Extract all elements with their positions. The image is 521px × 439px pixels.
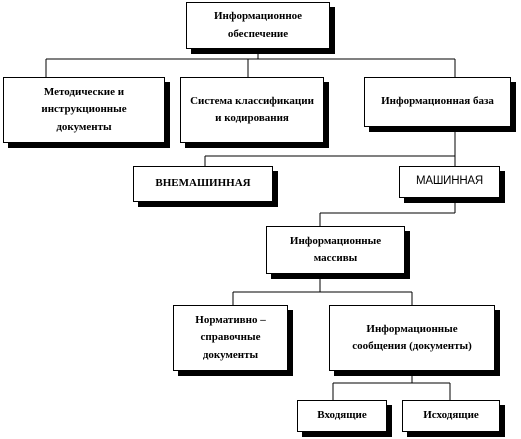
node-info-messages: Информационные сообщения (документы) — [329, 305, 495, 371]
node-reference-docs: Нормативно – справочные документы — [173, 305, 288, 371]
node-info-base: Информационная база — [364, 77, 511, 127]
edge-root-children — [45, 49, 456, 77]
node-classification: Система классификации и кодирования — [180, 77, 324, 143]
edge-base-children — [204, 127, 456, 166]
node-machine: МАШИННАЯ — [399, 166, 500, 198]
edge-arrays-children — [232, 274, 413, 305]
node-method-docs: Методические и инструкционные документы — [3, 77, 165, 143]
node-info-arrays: Информационные массивы — [266, 226, 405, 274]
node-info-support: Информационное обеспечение — [186, 2, 330, 49]
node-outgoing: Исходящие — [402, 400, 500, 432]
node-external: ВНЕМАШИННАЯ — [133, 166, 273, 202]
edge-messages-children — [332, 371, 451, 400]
node-incoming: Входящие — [297, 400, 387, 432]
